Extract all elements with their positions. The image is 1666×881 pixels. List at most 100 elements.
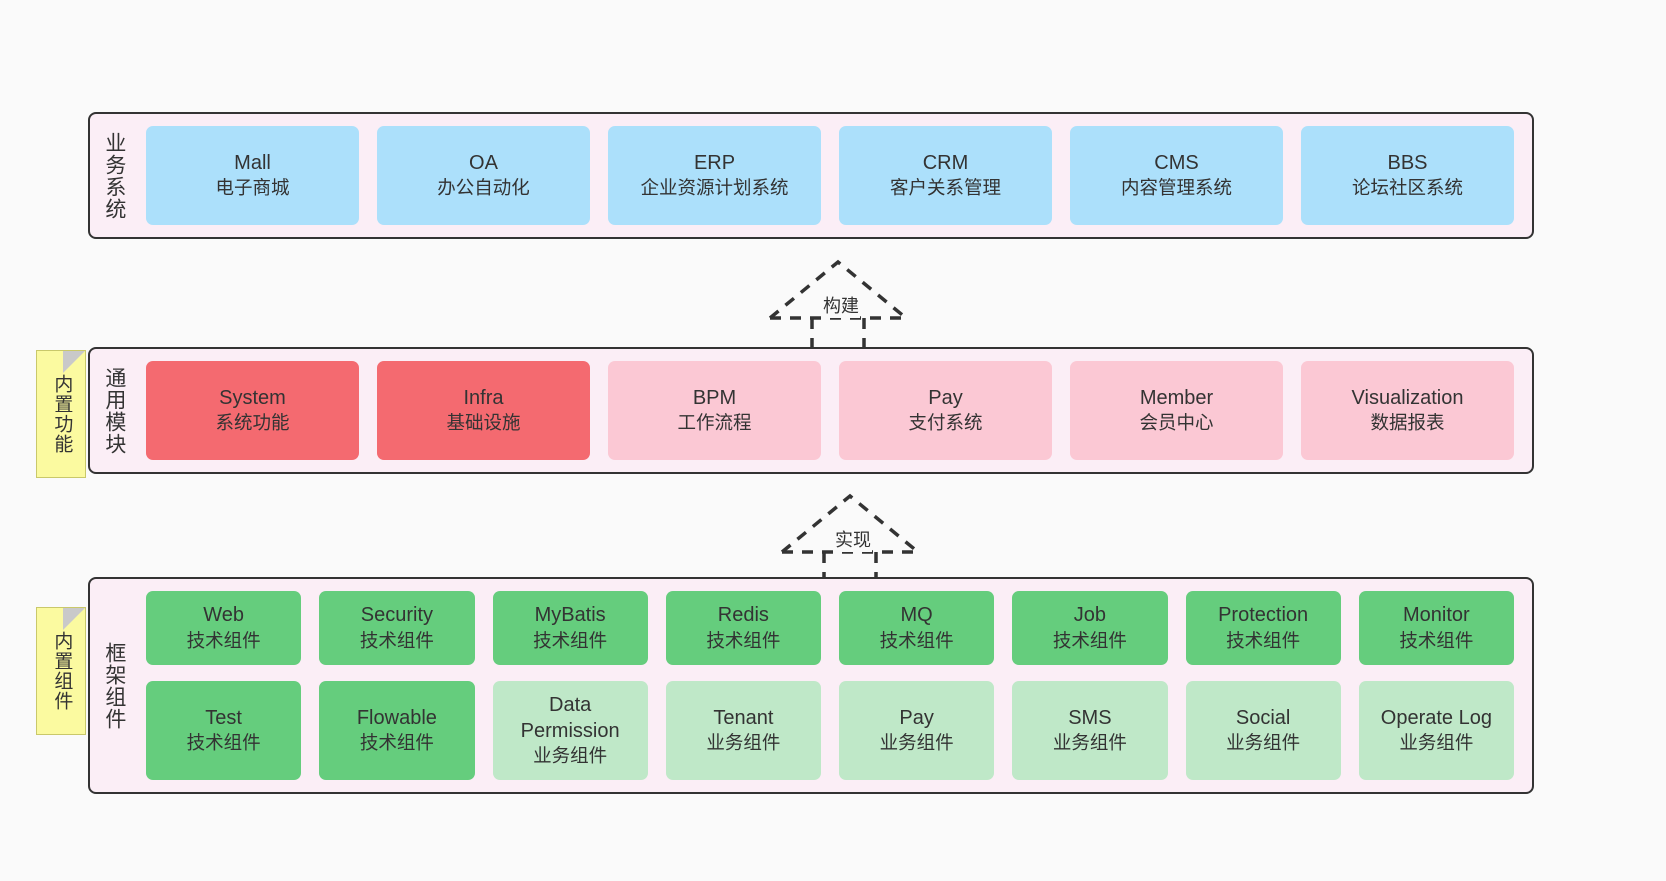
cell-flowable[interactable]: Flowable 技术组件 (319, 680, 475, 780)
cell-subtitle: 客户关系管理 (889, 177, 1001, 199)
cell-subtitle: 内容管理系统 (1120, 177, 1232, 199)
cell-title: MyBatis (534, 604, 606, 627)
cell-title: Flowable (356, 706, 437, 729)
cell-subtitle: 业务组件 (1226, 732, 1301, 754)
cell-title: MQ (900, 604, 933, 627)
cell-title: Pay (899, 706, 934, 729)
cell-protection[interactable]: Protection 技术组件 (1185, 591, 1341, 665)
note-label: 内置功能 (51, 374, 73, 454)
cell-operate-log[interactable]: Operate Log 业务组件 (1358, 680, 1514, 780)
cell-mybatis[interactable]: MyBatis 技术组件 (492, 591, 648, 665)
layer-title-framework-components: 框架组件 (102, 641, 126, 730)
cell-subtitle: 业务组件 (1052, 732, 1127, 754)
cell-title: Web (203, 604, 244, 627)
cell-title: Infra (463, 386, 504, 409)
note-builtin-functions: 内置功能 (36, 350, 86, 478)
cell-title: Test (205, 706, 242, 729)
cell-oa[interactable]: OA 办公自动化 (377, 126, 590, 225)
cell-subtitle: 系统功能 (215, 412, 290, 434)
arrowhead-triangle-implement (780, 493, 920, 554)
cell-subtitle: 企业资源计划系统 (640, 177, 789, 199)
cell-title: OA (469, 151, 498, 174)
connector-label-build: 构建 (822, 292, 860, 318)
cell-job[interactable]: Job 技术组件 (1012, 591, 1168, 665)
cell-title: Protection (1218, 604, 1309, 627)
cell-infra[interactable]: Infra 基础设施 (377, 361, 590, 460)
cell-subtitle: 电子商城 (215, 177, 290, 199)
layer-cells-framework-components: Web 技术组件 Security 技术组件 MyBatis 技术组件 Redi… (138, 579, 1532, 792)
cell-title: CRM (922, 151, 969, 174)
cell-title: Social (1235, 706, 1291, 729)
cell-subtitle: 技术组件 (359, 732, 434, 754)
cell-subtitle: 业务组件 (879, 732, 954, 754)
cell-title: System (219, 386, 286, 409)
cell-subtitle: 技术组件 (186, 629, 261, 651)
cell-sms[interactable]: SMS 业务组件 (1012, 680, 1168, 780)
cell-subtitle: 技术组件 (186, 732, 261, 754)
cell-row: Mall 电子商城 OA 办公自动化 ERP 企业资源计划系统 CRM 客户关系… (146, 126, 1514, 225)
cell-title: Pay (928, 386, 963, 409)
note-builtin-components: 内置组件 (36, 607, 86, 735)
note-label: 内置组件 (51, 631, 73, 711)
cell-monitor[interactable]: Monitor 技术组件 (1358, 591, 1514, 665)
arrowhead-triangle-build (768, 259, 908, 320)
cell-subtitle: 业务组件 (533, 745, 608, 767)
cell-title: Monitor (1403, 604, 1470, 627)
cell-subtitle: 业务组件 (1399, 732, 1474, 754)
cell-erp[interactable]: ERP 企业资源计划系统 (608, 126, 821, 225)
cell-title: Visualization (1351, 386, 1464, 409)
cell-member[interactable]: Member 会员中心 (1070, 361, 1283, 460)
cell-pay[interactable]: Pay 支付系统 (839, 361, 1052, 460)
cell-title: BPM (692, 386, 737, 409)
cell-cms[interactable]: CMS 内容管理系统 (1070, 126, 1283, 225)
cell-visualization[interactable]: Visualization 数据报表 (1301, 361, 1514, 460)
layer-cells-business-system: Mall 电子商城 OA 办公自动化 ERP 企业资源计划系统 CRM 客户关系… (138, 114, 1532, 237)
cell-pay-business[interactable]: Pay 业务组件 (839, 680, 995, 780)
cell-subtitle: 基础设施 (446, 412, 521, 434)
cell-title: ERP (693, 151, 736, 174)
cell-bbs[interactable]: BBS 论坛社区系统 (1301, 126, 1514, 225)
cell-title: Member (1139, 386, 1214, 409)
cell-subtitle: 办公自动化 (437, 177, 530, 199)
layer-common-modules: 通用模块 System 系统功能 Infra 基础设施 BPM 工作流程 Pay… (88, 347, 1534, 474)
cell-title: Tenant (713, 706, 774, 729)
cell-title: Redis (717, 604, 769, 627)
cell-subtitle: 技术组件 (359, 629, 434, 651)
cell-subtitle: 技术组件 (1399, 629, 1474, 651)
cell-security[interactable]: Security 技术组件 (319, 591, 475, 665)
connector-build: 构建 (760, 258, 920, 353)
cell-mall[interactable]: Mall 电子商城 (146, 126, 359, 225)
cell-title: SMS (1068, 706, 1112, 729)
cell-test[interactable]: Test 技术组件 (146, 680, 302, 780)
cell-title: CMS (1154, 151, 1199, 174)
cell-crm[interactable]: CRM 客户关系管理 (839, 126, 1052, 225)
cell-row: System 系统功能 Infra 基础设施 BPM 工作流程 Pay 支付系统… (146, 361, 1514, 460)
cell-web[interactable]: Web 技术组件 (146, 591, 302, 665)
cell-title: BBS (1387, 151, 1428, 174)
cell-subtitle: 会员中心 (1139, 412, 1214, 434)
layer-cells-common-modules: System 系统功能 Infra 基础设施 BPM 工作流程 Pay 支付系统… (138, 349, 1532, 472)
cell-row: Web 技术组件 Security 技术组件 MyBatis 技术组件 Redi… (146, 591, 1514, 665)
layer-business-system: 业务系统 Mall 电子商城 OA 办公自动化 ERP 企业资源计划系统 CRM… (88, 112, 1534, 239)
cell-social[interactable]: Social 业务组件 (1185, 680, 1341, 780)
layer-framework-components: 框架组件 Web 技术组件 Security 技术组件 MyBatis 技术组件… (88, 577, 1534, 794)
cell-redis[interactable]: Redis 技术组件 (665, 591, 821, 665)
cell-system[interactable]: System 系统功能 (146, 361, 359, 460)
cell-title: Job (1073, 604, 1106, 627)
cell-subtitle: 技术组件 (533, 629, 608, 651)
cell-subtitle: 论坛社区系统 (1351, 177, 1463, 199)
cell-subtitle: 业务组件 (706, 732, 781, 754)
cell-data-permission[interactable]: Data Permission 业务组件 (492, 680, 648, 780)
layer-title-common-modules: 通用模块 (102, 366, 126, 455)
cell-title: Mall (234, 151, 271, 174)
cell-bpm[interactable]: BPM 工作流程 (608, 361, 821, 460)
cell-tenant[interactable]: Tenant 业务组件 (665, 680, 821, 780)
connector-label-implement: 实现 (834, 526, 872, 552)
layer-title-business-system: 业务系统 (102, 131, 126, 220)
cell-subtitle: 技术组件 (1226, 629, 1301, 651)
cell-mq[interactable]: MQ 技术组件 (839, 591, 995, 665)
cell-subtitle: 数据报表 (1370, 412, 1445, 434)
cell-title: Data Permission (520, 693, 620, 742)
cell-subtitle: 工作流程 (677, 412, 752, 434)
